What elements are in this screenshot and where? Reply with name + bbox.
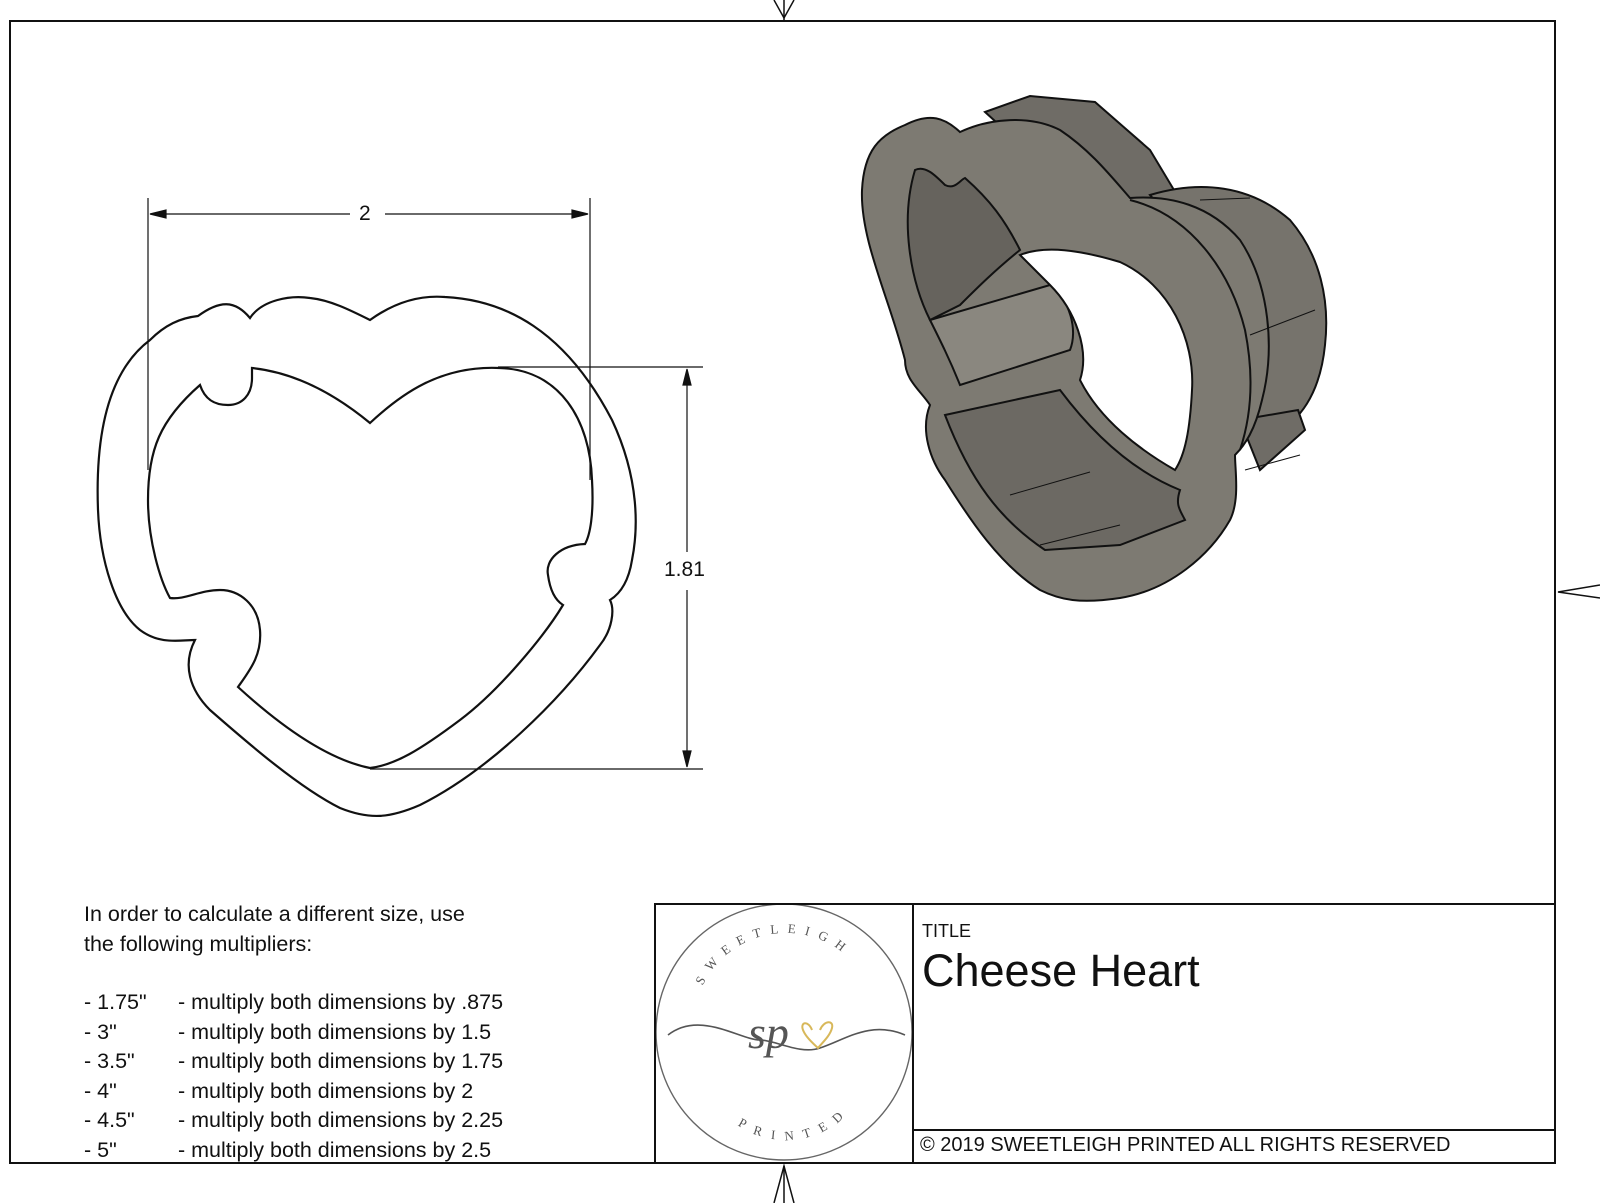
drawing-title: Cheese Heart — [922, 945, 1200, 996]
logo-bottom-text: PRINTED — [736, 1102, 843, 1144]
logo-text: SWEETLEIGH PRINTED sp — [692, 921, 856, 1144]
multiplier-size: - 3" — [84, 1019, 117, 1044]
multiplier-text: - multiply both dimensions by 1.5 — [178, 1019, 492, 1044]
multiplier-text: - multiply both dimensions by 2 — [178, 1078, 474, 1103]
title-block: SWEETLEIGH PRINTED sp TITLE Cheese Heart… — [654, 903, 1556, 1164]
logo-monogram: sp — [748, 1007, 789, 1058]
notes-intro: In order to calculate a different size, … — [84, 900, 503, 959]
title-cell: TITLE Cheese Heart — [914, 905, 1556, 1131]
multiplier-size: - 4.5" — [84, 1108, 135, 1132]
drawing-border — [9, 20, 1556, 1164]
heart-inner-outline — [146, 366, 594, 770]
multiplier-size: - 1.75" — [84, 990, 147, 1014]
size-multiplier-notes: In order to calculate a different size, … — [84, 900, 503, 1165]
width-dimension — [147, 198, 591, 480]
multiplier-row: - 3" - multiply both dimensions by 1.5 — [84, 1018, 503, 1048]
multiplier-text: - multiply both dimensions by 2.5 — [178, 1137, 492, 1162]
multiplier-text: - multiply both dimensions by 2.25 — [178, 1108, 504, 1132]
svg-text:PRINTED: PRINTED — [736, 1102, 853, 1144]
svg-text:SWEETLEIGH: SWEETLEIGH — [692, 921, 856, 988]
title-label: TITLE — [922, 921, 972, 941]
multiplier-row: - 5" - multiply both dimensions by 2.5 — [84, 1136, 503, 1166]
logo-cell: SWEETLEIGH PRINTED sp — [656, 905, 914, 1164]
copyright-notice: © 2019 SWEETLEIGH PRINTED ALL RIGHTS RES… — [920, 1134, 1451, 1156]
multiplier-size: - 3.5" — [84, 1049, 135, 1073]
notes-intro-line-2: the following multipliers: — [84, 931, 313, 956]
multiplier-row: - 4" - multiply both dimensions by 2 — [84, 1077, 503, 1107]
logo-top-text: SWEETLEIGH — [692, 921, 847, 988]
heart-outer-outline — [96, 295, 637, 817]
width-dimension-label: 2 — [355, 202, 375, 226]
multiplier-row: - 4.5" - multiply both dimensions by 2.25 — [84, 1106, 503, 1136]
multiplier-text: - multiply both dimensions by .875 — [178, 990, 504, 1014]
height-dimension-label: 1.81 — [660, 558, 709, 582]
multiplier-size: - 5" — [84, 1137, 117, 1162]
height-dimension — [370, 366, 703, 770]
frame-center-markers — [773, 0, 1600, 1203]
isometric-model — [860, 94, 1328, 602]
notes-intro-line-1: In order to calculate a different size, … — [84, 902, 465, 926]
multiplier-row: - 1.75" - multiply both dimensions by .87… — [84, 988, 503, 1018]
multiplier-row: - 3.5" - multiply both dimensions by 1.75 — [84, 1047, 503, 1077]
multiplier-text: - multiply both dimensions by 1.75 — [178, 1049, 504, 1073]
multiplier-size: - 4" — [84, 1078, 117, 1103]
